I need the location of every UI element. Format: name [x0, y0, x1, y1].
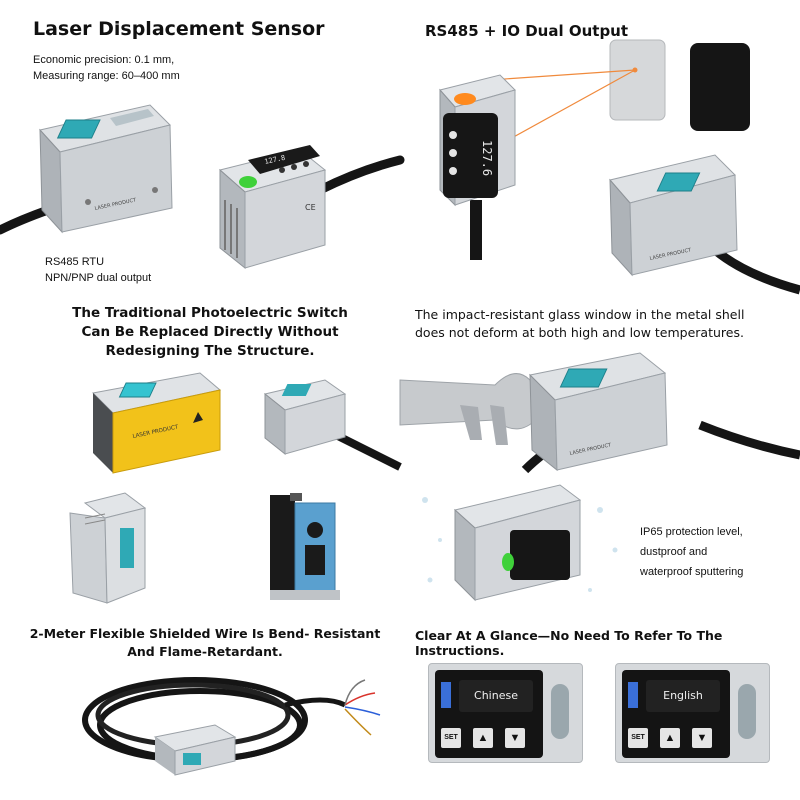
status-indicator	[628, 682, 638, 708]
lens-window	[551, 684, 569, 739]
ip65-text: IP65 protection level, dustproof and wat…	[640, 522, 743, 582]
up-arrow-button[interactable]: ▲	[473, 728, 493, 748]
panel3-title-line2: Can Be Replaced Directly Without	[81, 324, 339, 340]
output-line2: NPN/PNP dual output	[45, 272, 152, 284]
panel7-title-line1: 2-Meter Flexible Shielded Wire Is Bend- …	[29, 626, 381, 641]
sensor-display-image: 127.8 CE	[218, 145, 405, 270]
panel8-title: Clear At A Glance—No Need To Refer To Th…	[415, 628, 723, 658]
spec-precision: Economic precision: 0.1 mm,	[33, 54, 175, 66]
spec-range: Measuring range: 60–400 mm	[33, 70, 180, 82]
panel3-title-line1: The Traditional Photoelectric Switch	[72, 305, 348, 321]
dual-display-reading: 127.6	[480, 140, 494, 176]
panel-screen: English SET ▲ ▼	[622, 670, 730, 758]
display-panel-english: English SET ▲ ▼	[615, 663, 770, 763]
lens-window	[738, 684, 756, 739]
panel2-title: RS485 + IO Dual Output	[425, 22, 629, 40]
set-button[interactable]: SET	[628, 728, 648, 748]
panel3-title: The Traditional Photoelectric Switch Can…	[20, 304, 400, 361]
panel4-title: The impact-resistant glass window in the…	[415, 306, 795, 342]
panel7-title: 2-Meter Flexible Shielded Wire Is Bend- …	[10, 625, 400, 661]
language-display: English	[646, 680, 720, 712]
wrench-sensor-image: LASER PRODUCT	[399, 352, 800, 474]
panel-screen: Chinese SET ▲ ▼	[435, 670, 543, 758]
display-panel-chinese: Chinese SET ▲ ▼	[428, 663, 583, 763]
sensor-front-image: LASER PRODUCT	[0, 104, 173, 235]
panel4-title-line2: does not deform at both high and low tem…	[415, 325, 744, 340]
output-line1: RS485 RTU	[45, 256, 105, 268]
down-arrow-button[interactable]: ▼	[692, 728, 712, 748]
water-sensor-image	[422, 484, 618, 602]
down-arrow-button[interactable]: ▼	[505, 728, 525, 748]
yellow-sensor-image: LASER PRODUCT	[91, 372, 222, 474]
language-display: Chinese	[459, 680, 533, 712]
set-button[interactable]: SET	[441, 728, 461, 748]
ip65-line2: dustproof and	[640, 546, 708, 558]
compact-sensor-image	[69, 492, 147, 604]
status-indicator	[441, 682, 451, 708]
ip65-line3: waterproof sputtering	[640, 566, 744, 578]
panel3-title-line3: Redesigning The Structure.	[105, 343, 315, 359]
panel1-title: Laser Displacement Sensor	[33, 18, 325, 40]
panel4-title-line1: The impact-resistant glass window in the…	[415, 307, 745, 322]
blue-sensor-image	[270, 493, 340, 600]
up-arrow-button[interactable]: ▲	[660, 728, 680, 748]
panel7-title-line2: And Flame-Retardant.	[127, 644, 283, 659]
svg-text:CE: CE	[305, 203, 316, 212]
sensor-dual-output-image: 127.6 LASER PRODUCT	[439, 39, 800, 295]
small-sensor-image	[263, 379, 402, 471]
ip65-line1: IP65 protection level,	[640, 526, 743, 538]
cable-coil-image	[82, 677, 381, 776]
